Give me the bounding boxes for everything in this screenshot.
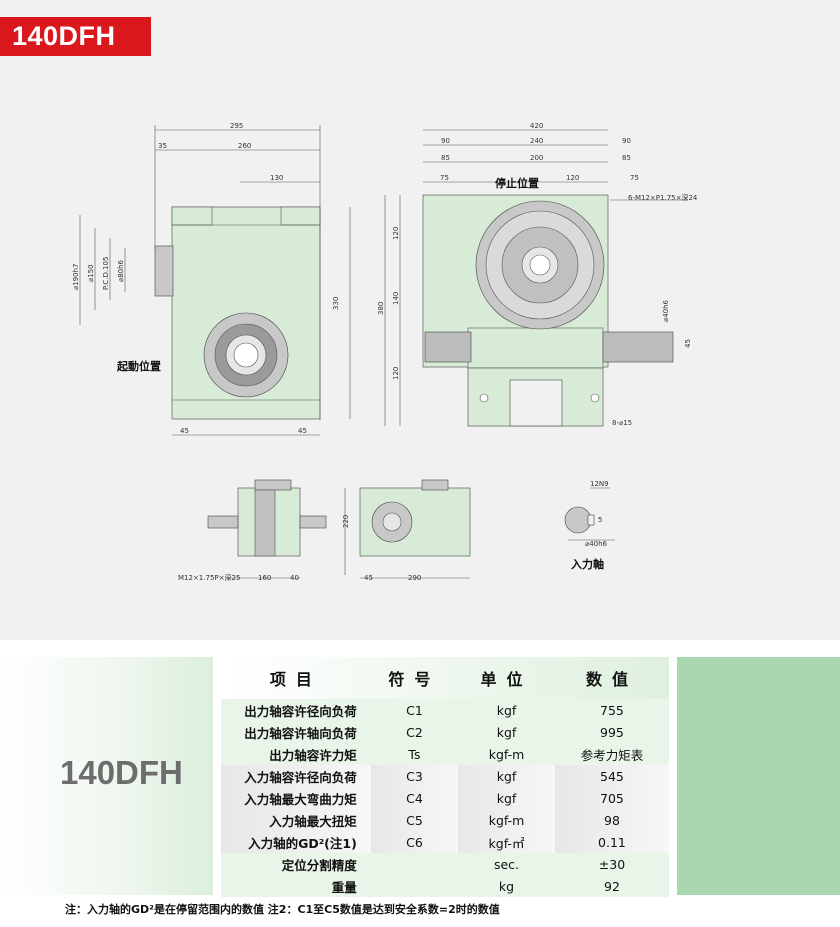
start-position-label: 起動位置	[116, 359, 161, 373]
svg-text:90: 90	[441, 137, 450, 145]
svg-text:220: 220	[342, 515, 350, 528]
svg-text:85: 85	[441, 154, 450, 162]
table-row: 入力轴最大弯曲力矩 C4 kgf 705	[221, 787, 669, 809]
spec-model-panel	[0, 657, 213, 895]
spec-table-header: 项目 符号 单位 数值	[221, 657, 669, 699]
front-view-output-flange	[154, 245, 174, 297]
svg-text:120: 120	[392, 367, 400, 380]
svg-text:12N9: 12N9	[590, 480, 609, 488]
svg-text:120: 120	[566, 174, 579, 182]
stop-position-label: 停止位置	[495, 176, 539, 190]
svg-text:⌀80h6: ⌀80h6	[117, 259, 125, 282]
table-row: 入力轴容许径向负荷 C3 kgf 545	[221, 765, 669, 787]
table-row: 重量 kg 92	[221, 875, 669, 897]
side-view-input-shaft-right	[602, 331, 674, 363]
header-symbol: 符号	[388, 670, 441, 689]
table-row: 定位分割精度 sec. ±30	[221, 853, 669, 875]
model-title: 140DFH	[0, 17, 151, 56]
svg-text:120: 120	[392, 227, 400, 240]
svg-text:5: 5	[598, 516, 602, 524]
header-item: 项目	[269, 670, 322, 689]
svg-text:240: 240	[530, 137, 543, 145]
svg-text:380: 380	[377, 302, 385, 315]
svg-text:290: 290	[408, 574, 421, 582]
spec-model-name: 140DFH	[60, 754, 183, 791]
svg-text:45: 45	[180, 427, 189, 435]
spec-accent-panel	[677, 657, 840, 895]
svg-text:35: 35	[158, 142, 167, 150]
svg-text:420: 420	[530, 122, 543, 130]
table-row: 出力轴容许力矩 Ts kgf-m 参考力矩表	[221, 743, 669, 765]
table-row: 出力轴容许径向负荷 C1 kgf 755	[221, 699, 669, 721]
svg-text:90: 90	[622, 137, 631, 145]
svg-text:330: 330	[332, 297, 340, 310]
svg-text:45: 45	[684, 339, 692, 348]
svg-text:130: 130	[270, 174, 283, 182]
footnote: 注：入力轴的GD²是在停留范围内的数值 注2：C1至C5数值是达到安全系数=2时…	[65, 903, 500, 916]
spec-table: 项目 符号 单位 数值 出力轴容许径向负荷 C1 kgf 755 出力轴容许轴向…	[221, 657, 669, 897]
table-row: 出力轴容许轴向负荷 C2 kgf 995	[221, 721, 669, 743]
input-shaft-section	[564, 506, 592, 534]
svg-text:M12×1.75P×深25: M12×1.75P×深25	[178, 573, 240, 582]
svg-text:160: 160	[258, 574, 271, 582]
svg-text:⌀40h6: ⌀40h6	[585, 540, 608, 548]
svg-text:6-M12×P1.75×深24: 6-M12×P1.75×深24	[628, 193, 698, 202]
input-shaft-label: 入力軸	[571, 557, 604, 571]
header-unit: 单位	[480, 670, 533, 689]
svg-text:75: 75	[440, 174, 449, 182]
header-value: 数值	[585, 670, 638, 689]
svg-text:45: 45	[364, 574, 373, 582]
svg-text:140: 140	[392, 292, 400, 305]
svg-text:200: 200	[530, 154, 543, 162]
svg-text:260: 260	[238, 142, 251, 150]
svg-text:85: 85	[622, 154, 631, 162]
svg-text:45: 45	[298, 427, 307, 435]
svg-text:75: 75	[630, 174, 639, 182]
technical-drawing: 295 35 260 130 330 45 45 ⌀190h7 ⌀150 P.C…	[72, 122, 698, 582]
table-row: 入力轴最大扭矩 C5 kgf-m 98	[221, 809, 669, 831]
side-view-input-shaft-left	[424, 331, 472, 363]
svg-text:⌀190h7: ⌀190h7	[72, 264, 80, 290]
svg-text:⌀150: ⌀150	[87, 264, 95, 282]
svg-text:8-⌀15: 8-⌀15	[612, 419, 632, 427]
svg-text:P.C.D.105: P.C.D.105	[102, 257, 110, 290]
svg-text:⌀40h6: ⌀40h6	[662, 299, 670, 322]
svg-text:295: 295	[230, 122, 243, 130]
svg-text:40: 40	[290, 574, 299, 582]
table-row: 入力轴的GD²(注1) C6 kgf-㎡ 0.11	[221, 831, 669, 853]
